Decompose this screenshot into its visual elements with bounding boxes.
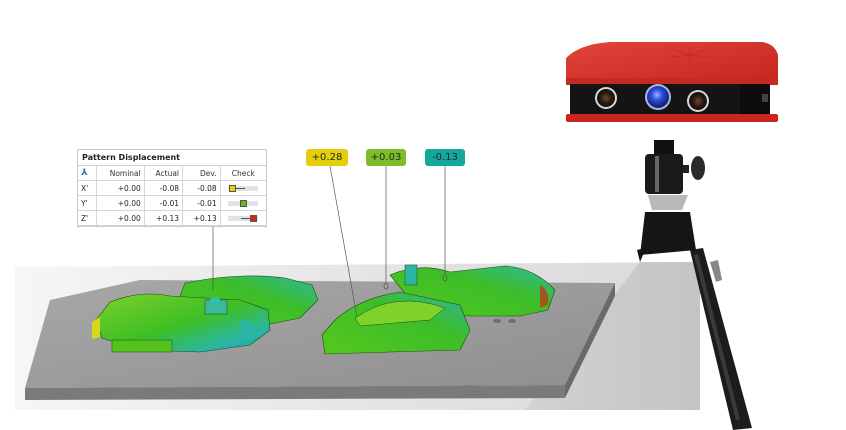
check-marker [250,214,258,222]
table-header-row: ⅄ Nominal Actual Dev. Check [78,166,266,181]
nominal-value: +0.00 [96,180,145,196]
actual-value: -0.08 [144,180,184,196]
header-dev: Dev. [182,166,221,181]
check-marker [240,199,248,207]
check-line [241,217,252,219]
header-check: Check [220,166,266,181]
deviation-label: +0.03 [366,149,406,166]
table-row: Z'+0.00+0.13+0.13 [78,210,266,226]
deviation-label: -0.13 [425,149,465,166]
check-line [235,187,246,189]
scanned-part-right [321,264,556,355]
check-indicator [220,210,266,226]
coordinate-axes-icon: ⅄ [78,166,97,181]
deviation-value: -0.08 [182,180,221,196]
header-nominal: Nominal [96,166,145,181]
axis-label: Y' [78,195,97,211]
nominal-value: +0.00 [96,195,145,211]
deviation-value: +0.13 [182,210,221,226]
check-bar [228,214,259,222]
deviation-value: -0.01 [182,195,221,211]
check-bar [228,199,259,207]
table-row: X'+0.00-0.08-0.08 [78,180,266,196]
header-actual: Actual [144,166,184,181]
actual-value: +0.13 [144,210,184,226]
leader-lines [212,165,448,318]
check-marker [229,184,237,192]
actual-value: -0.01 [144,195,184,211]
nominal-value: +0.00 [96,210,145,226]
axis-label: X' [78,180,97,196]
table-row: Y'+0.00-0.01-0.01 [78,195,266,211]
check-indicator [220,195,266,211]
check-indicator [220,180,266,196]
tripod [637,140,752,430]
deviation-label: +0.28 [306,149,348,166]
check-bar [228,184,259,192]
pattern-displacement-panel: Pattern Displacement ⅄ Nominal Actual De… [77,149,267,227]
axis-label: Z' [78,210,97,226]
3d-scanner [566,42,778,122]
pattern-displacement-table: ⅄ Nominal Actual Dev. Check X'+0.00-0.08… [78,166,266,226]
panel-title: Pattern Displacement [78,150,266,166]
